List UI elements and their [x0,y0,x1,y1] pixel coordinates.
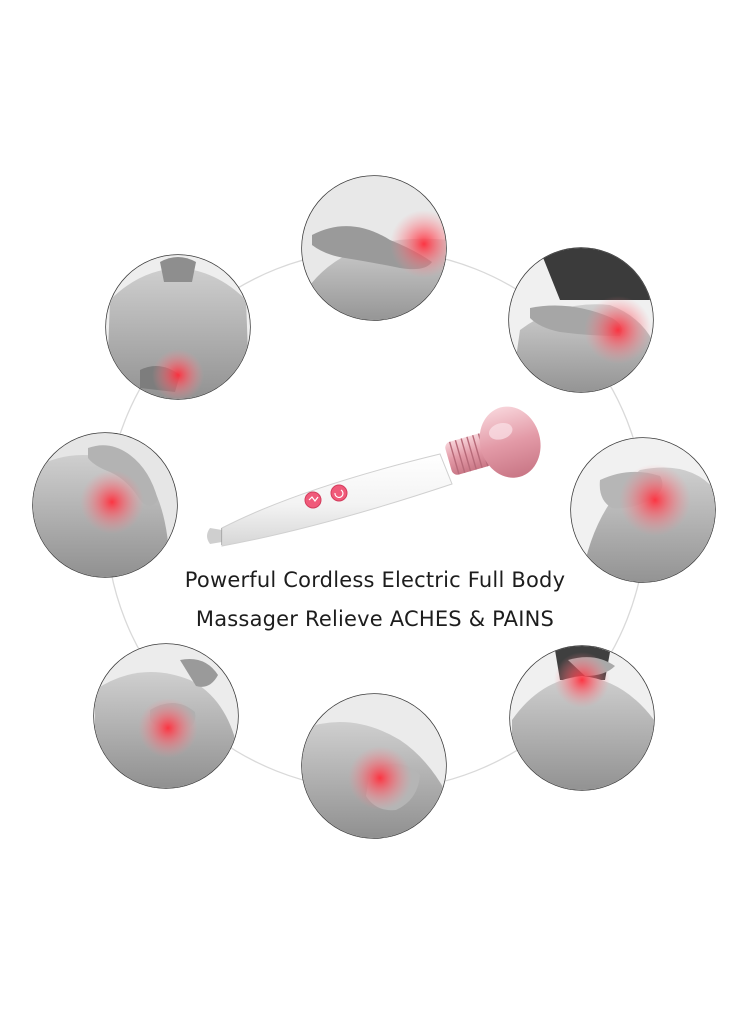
upper-back-pain-icon [509,645,655,791]
caption-line-2: Massager Relieve ACHES & PAINS [195,607,555,631]
lower-back-pain-icon [105,254,251,400]
wand-massager-icon [207,406,541,547]
mode-button-icon [304,491,322,509]
upper-arm-pain-icon [93,643,239,789]
shoulder-side-pain-icon [570,437,716,583]
neck-pain-icon [508,247,654,393]
lower-back-touch-icon [301,175,447,321]
shoulder-pain-icon [32,432,178,578]
caption-line-1: Powerful Cordless Electric Full Body [184,568,566,592]
power-button-icon [330,484,348,502]
elbow-pain-icon [301,693,447,839]
